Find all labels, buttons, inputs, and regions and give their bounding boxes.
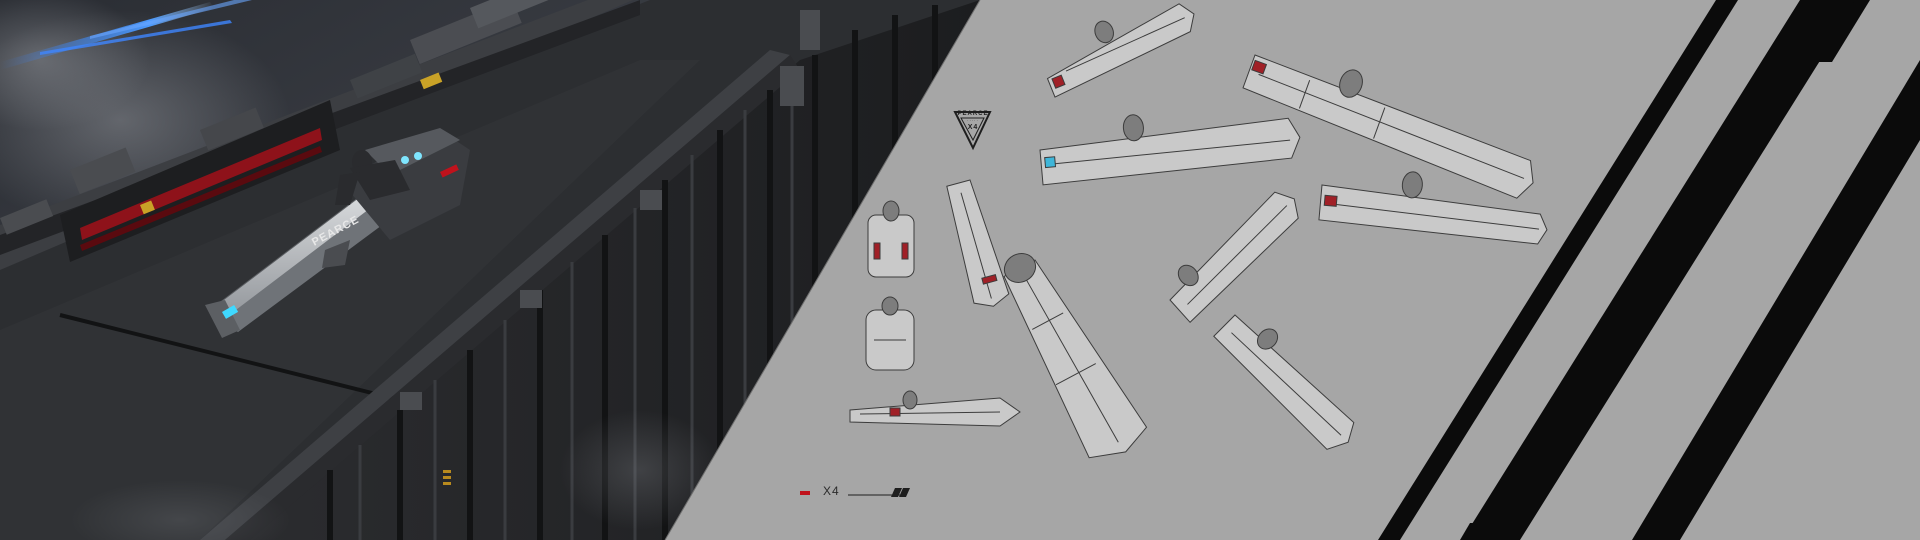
rider-figure xyxy=(335,150,410,205)
concept-bike xyxy=(1039,114,1301,186)
brand-emblem xyxy=(953,111,992,151)
rail-structure xyxy=(0,0,640,270)
concept-bike-front xyxy=(867,200,915,278)
decor-stripes xyxy=(1378,0,1920,540)
rear-light xyxy=(401,156,409,164)
concept-bike xyxy=(1242,54,1534,199)
emblem-sub-text: ····· xyxy=(967,118,979,123)
footer-model-label: X4 xyxy=(823,484,840,498)
red-rail-stripe xyxy=(80,128,322,240)
brake-light xyxy=(439,164,459,178)
front-light xyxy=(221,305,239,319)
footer-red-mark xyxy=(800,491,810,495)
concept-bike-top xyxy=(946,179,1010,307)
concept-bike xyxy=(1046,3,1195,98)
concept-bike xyxy=(1318,171,1548,245)
emblem-model-text: X4 xyxy=(967,124,979,131)
concept-bike xyxy=(849,390,1021,427)
concept-bike-views xyxy=(849,3,1548,459)
concept-bike-rear xyxy=(865,296,915,371)
concept-sheet xyxy=(665,0,1920,540)
emblem-brand-text: PEARCE xyxy=(957,111,989,117)
concept-bike xyxy=(1003,253,1148,459)
sheet-edge xyxy=(664,0,981,540)
footer-slash xyxy=(891,488,902,497)
light-streaks xyxy=(0,0,252,70)
deck-seam xyxy=(59,313,401,402)
concept-bike xyxy=(1169,191,1299,324)
footer-slash xyxy=(899,488,910,497)
concept-bike xyxy=(1213,314,1355,450)
hover-bike-render xyxy=(205,128,470,338)
rear-light xyxy=(414,152,422,160)
